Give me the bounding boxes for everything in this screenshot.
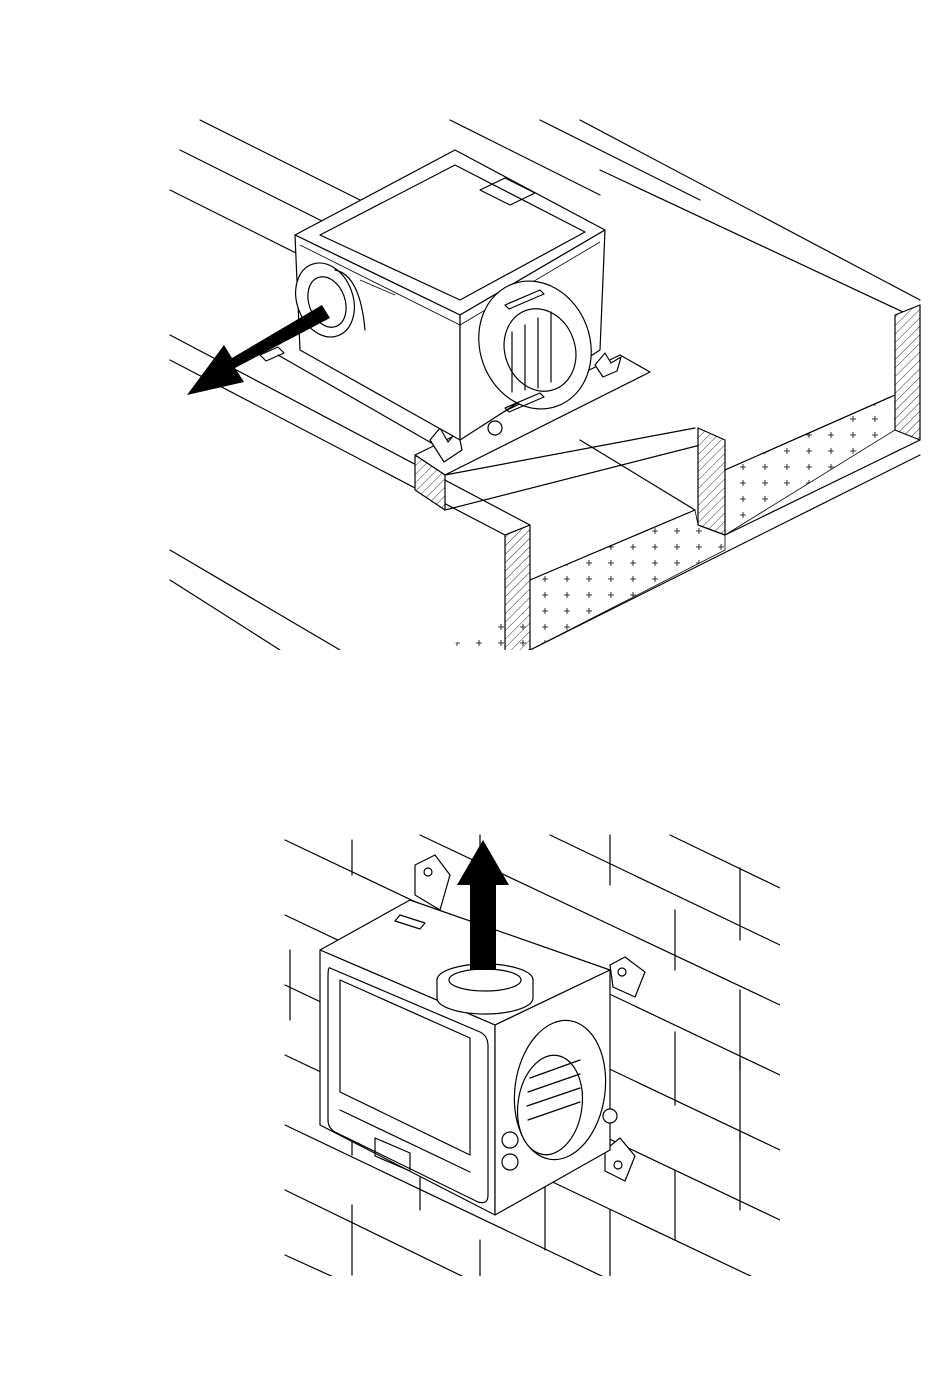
ventilation-unit-icon	[320, 900, 617, 1215]
wall-mount-illustration	[280, 820, 780, 1280]
wall-bracket-top	[415, 855, 450, 910]
ceiling-mount-illustration	[160, 110, 930, 655]
ventilation-unit-icon	[286, 150, 609, 440]
wall-mount-drawing	[280, 820, 780, 1280]
wall-bracket-right	[605, 957, 645, 1181]
ceiling-mount-drawing	[160, 110, 930, 655]
